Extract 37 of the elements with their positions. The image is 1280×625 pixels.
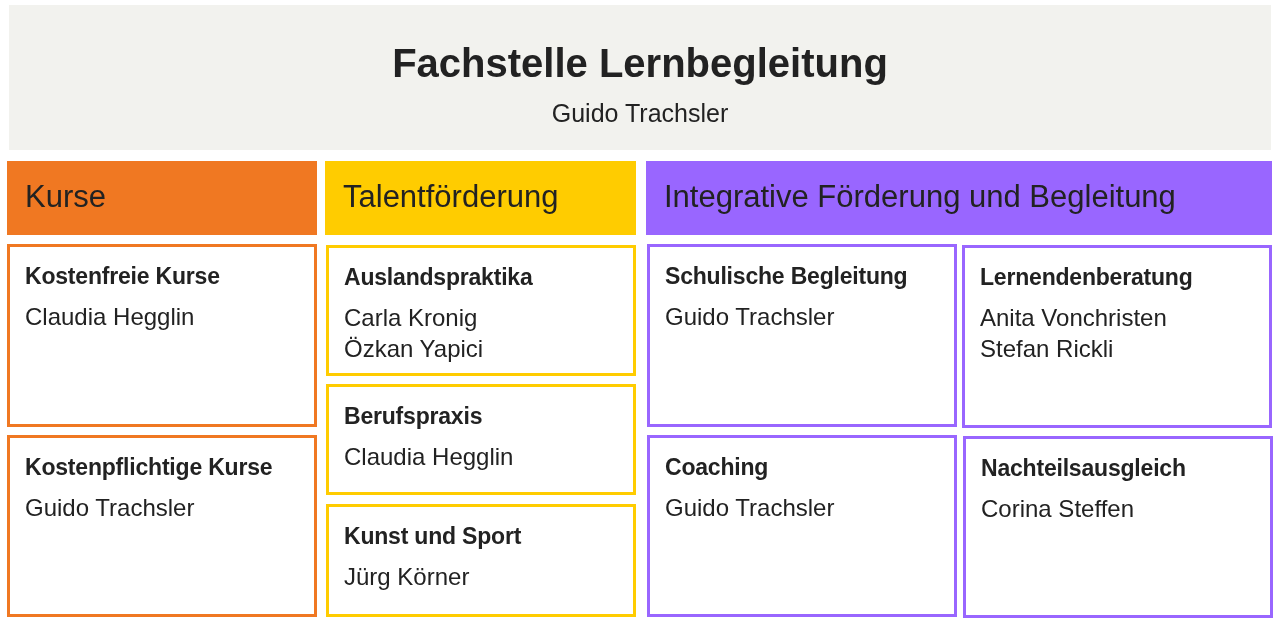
person-name: Guido Trachsler	[665, 302, 835, 332]
unit-card	[647, 244, 957, 427]
band-heading: Talentförderung	[343, 179, 559, 215]
person-name: Guido Trachsler	[665, 493, 835, 523]
person-name: Stefan Rickli	[980, 334, 1114, 364]
person-name: Corina Steffen	[981, 494, 1134, 524]
unit-card	[7, 244, 317, 427]
title-text: Fachstelle Lernbegleitung	[392, 40, 888, 86]
unit-card	[963, 436, 1273, 618]
unit-heading: Kostenpflichtige Kurse	[25, 453, 273, 482]
unit-card	[326, 384, 636, 495]
unit-card	[962, 245, 1272, 428]
unit-card	[326, 245, 636, 376]
unit-heading: Berufspraxis	[344, 402, 483, 431]
unit-heading: Kunst und Sport	[344, 522, 522, 551]
person-name: Claudia Hegglin	[344, 442, 514, 472]
unit-heading: Kostenfreie Kurse	[25, 262, 220, 291]
person-name: Carla Kronig	[344, 303, 478, 333]
unit-heading: Lernendenberatung	[980, 263, 1193, 292]
person-name: Jürg Körner	[344, 562, 470, 592]
unit-heading: Auslandspraktika	[344, 263, 533, 292]
category-band	[325, 161, 636, 235]
unit-heading: Nachteilsausgleich	[981, 454, 1186, 483]
unit-card	[647, 435, 957, 617]
person-name: Anita Vonchristen	[980, 303, 1167, 333]
band-heading: Integrative Förderung und Begleitung	[664, 179, 1176, 215]
person-name: Guido Trachsler	[25, 493, 195, 523]
band-heading: Kurse	[25, 179, 106, 215]
person-name: Guido Trachsler	[551, 98, 729, 128]
unit-card	[7, 435, 317, 617]
unit-card	[326, 504, 636, 617]
unit-heading: Coaching	[665, 453, 769, 482]
category-band	[7, 161, 317, 235]
unit-heading: Schulische Begleitung	[665, 262, 908, 291]
person-name: Özkan Yapici	[344, 334, 484, 364]
person-name: Claudia Hegglin	[25, 302, 195, 332]
category-band	[646, 161, 1272, 235]
